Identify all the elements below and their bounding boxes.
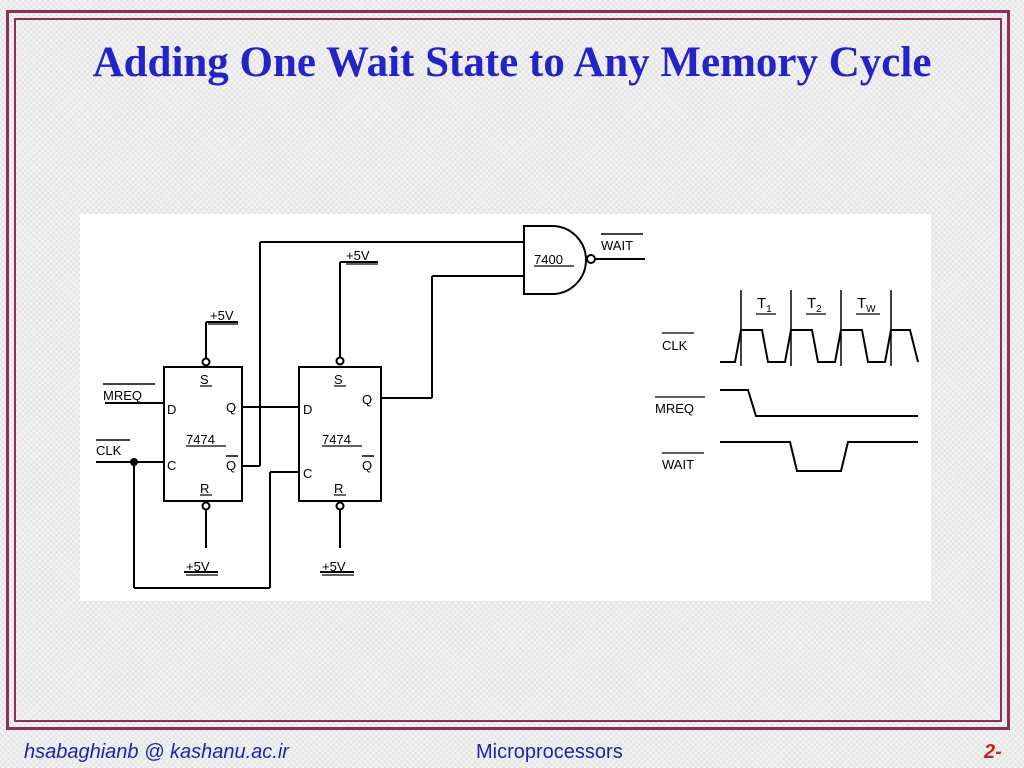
ff2-chip-label: 7474: [322, 432, 351, 447]
slide-title: Adding One Wait State to Any Memory Cycl…: [92, 39, 932, 86]
timing-wait-label: WAIT: [662, 457, 694, 472]
footer-author-email: hsabaghianb @ kashanu.ac.ir: [24, 741, 289, 763]
state-t2-label: T2: [807, 295, 822, 315]
ff1-reset-bubble: [201, 501, 211, 511]
ff1-pin-q: Q: [226, 400, 236, 415]
vcc-label-ff2-set: +5V: [346, 248, 370, 263]
timing-clk-label: CLK: [662, 338, 688, 353]
ff2-pin-d: D: [303, 402, 312, 417]
ff1-pin-qbar: Q: [226, 458, 236, 473]
vcc-label-ff2-reset: +5V: [322, 559, 346, 574]
vcc-label-ff1-reset: +5V: [186, 559, 210, 574]
ff2-pin-s: S: [334, 372, 343, 387]
state-tw-label: TW: [857, 295, 876, 315]
footer-course-name: Microprocessors: [476, 741, 623, 763]
ff1-set-bubble: [201, 357, 211, 367]
nand-bubble: [586, 254, 596, 264]
wait-output-label: WAIT: [601, 238, 633, 253]
ff2-pin-c: C: [303, 466, 312, 481]
state-t1-label: T1: [757, 295, 772, 315]
nand-chip-label: 7400: [534, 252, 563, 267]
footer-page-number: 2-: [984, 741, 1002, 763]
ff2-pin-q: Q: [362, 392, 372, 407]
ff1-chip-label: 7474: [186, 432, 215, 447]
ff2-box: [298, 366, 382, 502]
slide-inner-border: [14, 18, 1002, 722]
slide-outer-border: [6, 10, 1010, 730]
wait-state-diagram: +5V +5V +5V +5V MREQ CLK WAIT 7400 S D Q…: [80, 214, 931, 601]
ff2-reset-bubble: [335, 501, 345, 511]
ff2-pin-r: R: [334, 481, 343, 496]
mreq-waveform: [720, 389, 918, 417]
vcc-label-ff1-set: +5V: [210, 308, 234, 323]
ff1-pin-d: D: [167, 402, 176, 417]
ff1-box: [163, 366, 243, 502]
mreq-input-label: MREQ: [103, 388, 142, 403]
ff1-pin-c: C: [167, 458, 176, 473]
clk-waveform: [720, 329, 919, 363]
circuit-and-timing-svg: +5V +5V +5V +5V MREQ CLK WAIT 7400 S D Q…: [96, 225, 919, 589]
ff2-set-bubble: [335, 356, 345, 366]
ff1-pin-r: R: [200, 481, 209, 496]
ff2-pin-qbar: Q: [362, 458, 372, 473]
clk-input-label: CLK: [96, 443, 122, 458]
timing-mreq-label: MREQ: [655, 401, 694, 416]
ff1-pin-s: S: [200, 372, 209, 387]
wait-waveform: [720, 441, 918, 472]
nand-gate-body: [523, 225, 587, 295]
